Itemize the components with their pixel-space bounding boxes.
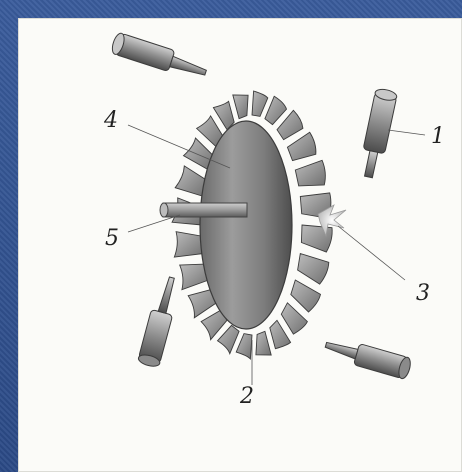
turbine-blade [252, 91, 268, 116]
label-1: 1 [431, 124, 445, 149]
turbine-blade [291, 280, 321, 312]
shaft [160, 203, 247, 217]
nozzle-top-left [110, 32, 209, 83]
leader-line-3 [338, 226, 405, 280]
turbine-blade [298, 254, 329, 285]
label-4: 4 [103, 108, 118, 133]
turbine-blade [218, 325, 240, 353]
nozzle-1 [358, 88, 398, 180]
label-5: 5 [105, 226, 119, 251]
turbine-blade [174, 232, 203, 257]
turbine-disk [200, 121, 292, 329]
label-2: 2 [239, 384, 254, 409]
turbine-blade [256, 331, 271, 355]
turbine-blade [287, 132, 316, 160]
nozzle-bottom-left [137, 275, 182, 369]
turbine-blade [233, 95, 248, 119]
leader-line-5 [128, 215, 180, 232]
turbine-blade [295, 160, 325, 186]
leader-line-1 [388, 130, 425, 135]
turbine-blade [236, 334, 252, 359]
nozzle-bottom-right [323, 335, 413, 380]
label-3: 3 [416, 281, 430, 306]
turbine-blade [265, 96, 287, 124]
